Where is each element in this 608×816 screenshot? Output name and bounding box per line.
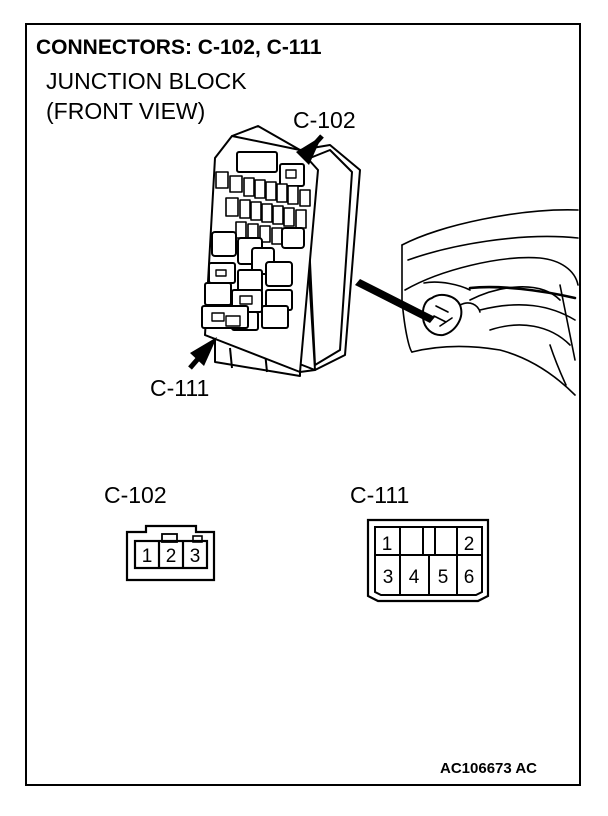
callout-c111: C-111: [150, 375, 210, 401]
diagram-title: CONNECTORS: C-102, C-111: [36, 36, 322, 59]
junction-block-illustration: [201, 125, 361, 377]
location-pointer: [355, 279, 435, 323]
c111-pin-5: 5: [438, 567, 449, 588]
c102-pin-3: 3: [190, 546, 201, 567]
junction-block-label: JUNCTION BLOCK: [46, 68, 247, 94]
front-view-label: (FRONT VIEW): [46, 98, 206, 124]
dashboard-location-illustration: [401, 209, 579, 396]
c111-pin-3: 3: [383, 567, 394, 588]
connector-c102: [125, 524, 216, 582]
c111-pin-1: 1: [382, 534, 393, 555]
connector-c111: [366, 518, 490, 603]
c102-pin-1: 1: [142, 546, 153, 567]
c111-pin-2: 2: [464, 534, 475, 555]
c111-pin-6: 6: [464, 567, 475, 588]
c102-pin-2: 2: [166, 546, 177, 567]
connector-c102-label: C-102: [104, 482, 167, 508]
c111-pin-4: 4: [409, 567, 420, 588]
diagram-frame: [25, 23, 581, 786]
connector-c111-label: C-111: [350, 482, 410, 508]
callout-c102: C-102: [293, 107, 356, 133]
figure-code: AC106673 AC: [440, 760, 537, 777]
